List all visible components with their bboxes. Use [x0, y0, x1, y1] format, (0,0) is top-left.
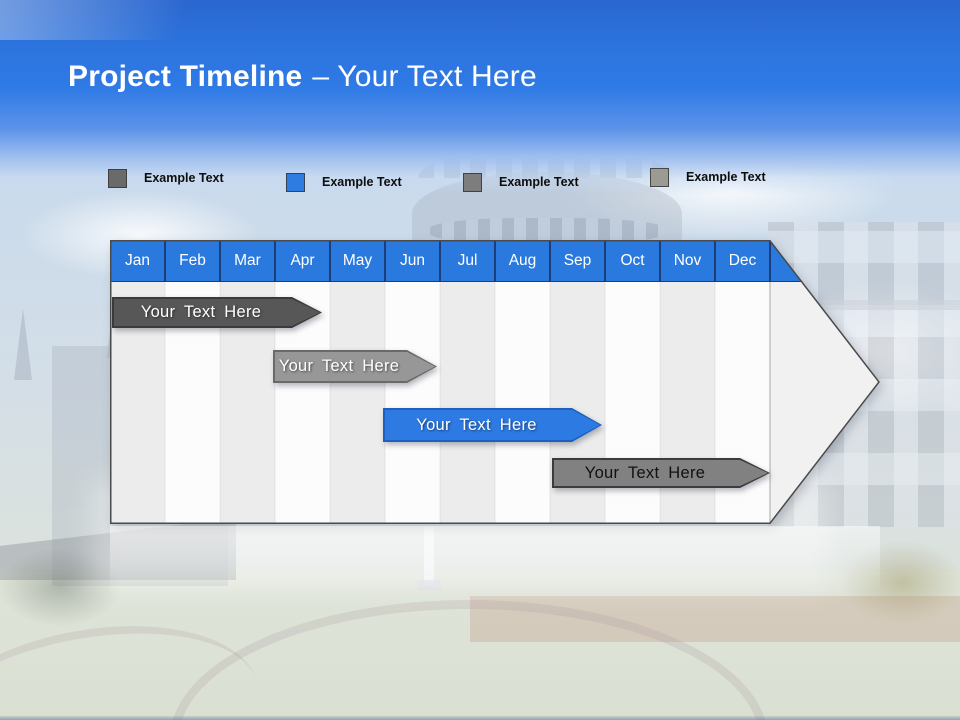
chart-reflection	[110, 526, 880, 596]
legend-item-4[interactable]: Example Text	[650, 166, 766, 188]
month-cell-jun: Jun	[400, 251, 425, 269]
title-banner	[0, 0, 960, 195]
month-cell-aug: Aug	[508, 251, 537, 269]
month-cell-sep: Sep	[563, 251, 592, 269]
month-cell-dec: Dec	[728, 251, 757, 269]
legend-swatch	[463, 172, 482, 192]
legend-label: Example Text	[686, 170, 766, 184]
task-bar-label: Your Text Here	[278, 357, 400, 375]
task-bar-4[interactable]: Your Text Here	[552, 458, 770, 488]
legend-label: Example Text	[499, 175, 579, 189]
background-hedge	[0, 548, 120, 626]
legend-swatch	[650, 167, 669, 187]
task-bar-3[interactable]: Your Text Here	[383, 408, 602, 442]
legend-swatch	[286, 172, 305, 192]
legend-label: Example Text	[144, 171, 224, 185]
month-cell-mar: Mar	[234, 251, 261, 269]
task-bar-1[interactable]: Your Text Here	[112, 297, 322, 328]
task-bar-2[interactable]: Your Text Here	[273, 350, 437, 383]
month-cell-feb: Feb	[179, 251, 206, 269]
task-bar-label: Your Text Here	[584, 463, 706, 482]
legend-item-1[interactable]: Example Text	[108, 167, 224, 189]
month-cell-nov: Nov	[673, 251, 702, 269]
page-title[interactable]: Project Timeline – Your Text Here	[68, 60, 537, 94]
legend-item-2[interactable]: Example Text	[286, 171, 402, 193]
page-title-rest: – Your Text Here	[312, 60, 537, 93]
timeline-chart[interactable]: Jan Feb Mar Apr May Jun Jul Aug Sep Oct …	[110, 240, 880, 524]
month-cell-may: May	[342, 251, 373, 269]
month-cell-oct: Oct	[620, 251, 645, 269]
month-cell-jul: Jul	[457, 251, 478, 269]
task-bar-label: Your Text Here	[416, 415, 537, 434]
page-title-bold: Project Timeline	[68, 60, 303, 93]
task-bar-label: Your Text Here	[140, 303, 262, 321]
bottom-edge-strip	[0, 716, 960, 720]
month-cell-jan: Jan	[125, 251, 150, 269]
legend-swatch	[108, 168, 127, 188]
month-cell-apr: Apr	[290, 251, 315, 269]
legend-label: Example Text	[322, 175, 402, 189]
legend-item-3[interactable]: Example Text	[463, 171, 579, 193]
month-header-row: Jan Feb Mar Apr May Jun Jul Aug Sep Oct …	[110, 240, 770, 281]
